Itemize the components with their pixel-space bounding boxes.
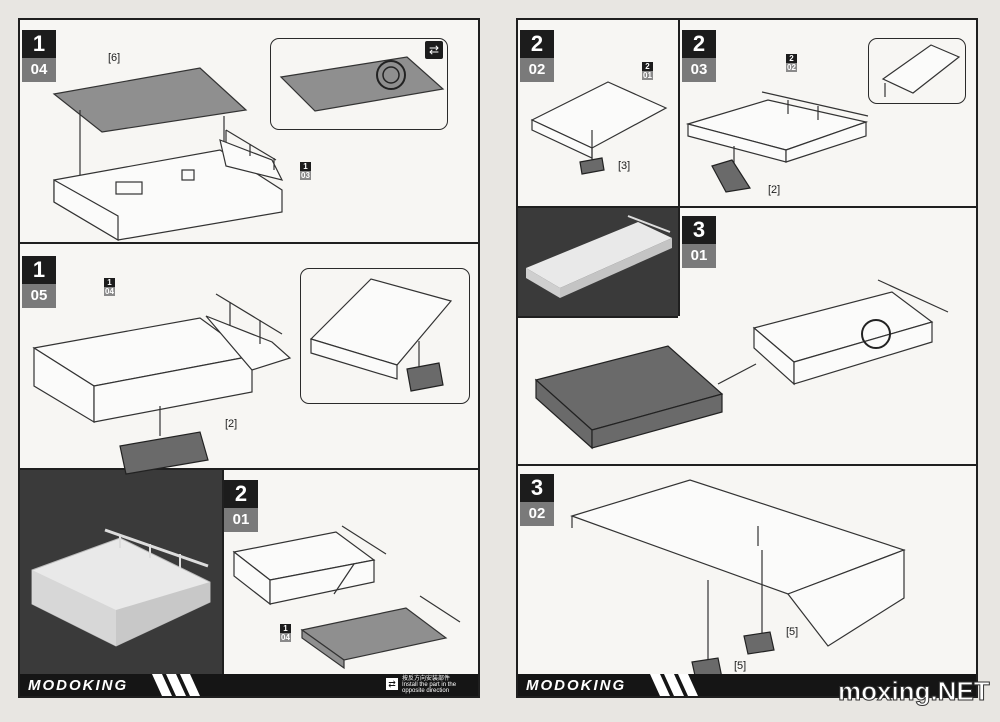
detail-inset xyxy=(868,38,966,104)
step-major-number: 2 xyxy=(520,30,554,58)
brand-stripes xyxy=(152,674,200,696)
reference-tag: 1 04 xyxy=(104,278,115,296)
step-minor-number: 01 xyxy=(682,244,716,268)
footer-note: 按反方向安装部件 Install the part in the opposit… xyxy=(402,676,457,694)
panel-divider xyxy=(222,470,224,676)
step-3-02-diagram xyxy=(570,479,906,681)
part-label: [5] xyxy=(786,626,799,638)
step-major-number: 3 xyxy=(520,474,554,502)
brand-logo: MODOKING xyxy=(526,677,627,694)
reference-tag: 1 03 xyxy=(300,162,311,180)
step-major-number: 1 xyxy=(22,30,56,58)
panel-divider xyxy=(518,316,678,318)
step-minor-number: 05 xyxy=(22,284,56,308)
reference-tag: 2 02 xyxy=(786,54,797,72)
underside-clip-view xyxy=(881,44,961,97)
step-major-number: 2 xyxy=(682,30,716,58)
panel-divider xyxy=(20,468,478,470)
finished-bed-photo xyxy=(31,528,211,647)
panel-divider xyxy=(518,464,976,466)
part-label: [5] xyxy=(734,660,747,672)
step-major-number: 3 xyxy=(682,216,716,244)
step-minor-number: 02 xyxy=(520,58,554,82)
reference-tag: 1 04 xyxy=(280,624,291,642)
step-2-02-diagram xyxy=(530,81,668,175)
reference-tag: 2 01 xyxy=(642,62,653,80)
part-label: [2] xyxy=(768,184,781,196)
flip-direction-icon: ⇄ xyxy=(425,41,443,59)
underside-clip-view xyxy=(309,278,453,392)
step-3-01-diagram xyxy=(534,279,949,450)
step-1-05-diagram xyxy=(32,293,292,475)
part-label: [2] xyxy=(225,418,238,430)
step-badge: 2 01 xyxy=(224,480,258,532)
page-footer: MODOKING ⇄ 按反方向安装部件 Install the part in … xyxy=(20,674,478,696)
step-1-04-diagram xyxy=(52,67,284,242)
panel-divider xyxy=(678,208,680,316)
step-minor-number: 02 xyxy=(520,502,554,526)
part-label: [3] xyxy=(618,160,631,172)
step-2-01-diagram xyxy=(232,525,461,670)
step-major-number: 1 xyxy=(22,256,56,284)
reference-photo-panel xyxy=(518,208,678,316)
detail-inset xyxy=(300,268,470,404)
site-watermark: moxing.NET xyxy=(838,676,991,707)
flip-direction-icon: ⇄ xyxy=(386,678,398,690)
brand-stripes xyxy=(650,674,698,696)
step-major-number: 2 xyxy=(224,480,258,508)
brand-logo: MODOKING xyxy=(28,677,129,694)
left-page: 1 04 [6] 1 03 ⇄ 1 05 1 04 xyxy=(18,18,480,698)
panel-divider xyxy=(20,242,478,244)
underside-fan-view xyxy=(279,56,445,112)
panel-divider xyxy=(518,206,976,208)
right-page: 2 02 2 01 [3] 2 03 2 02 [2] 3 xyxy=(516,18,978,698)
step-badge: 2 02 xyxy=(520,30,554,82)
step-badge: 3 01 xyxy=(682,216,716,268)
step-2-03-diagram xyxy=(685,91,869,193)
step-badge: 1 04 xyxy=(22,30,56,82)
step-badge: 2 03 xyxy=(682,30,716,82)
panel-divider xyxy=(678,20,680,206)
reference-photo-panel xyxy=(20,470,222,676)
finished-bed-photo xyxy=(526,215,672,298)
step-minor-number: 03 xyxy=(682,58,716,82)
step-badge: 1 05 xyxy=(22,256,56,308)
step-minor-number: 04 xyxy=(22,58,56,82)
detail-inset: ⇄ xyxy=(270,38,448,130)
page-footer: MODOKING xyxy=(518,674,976,696)
step-minor-number: 01 xyxy=(224,508,258,532)
step-badge: 3 02 xyxy=(520,474,554,526)
part-label: [6] xyxy=(108,52,121,64)
